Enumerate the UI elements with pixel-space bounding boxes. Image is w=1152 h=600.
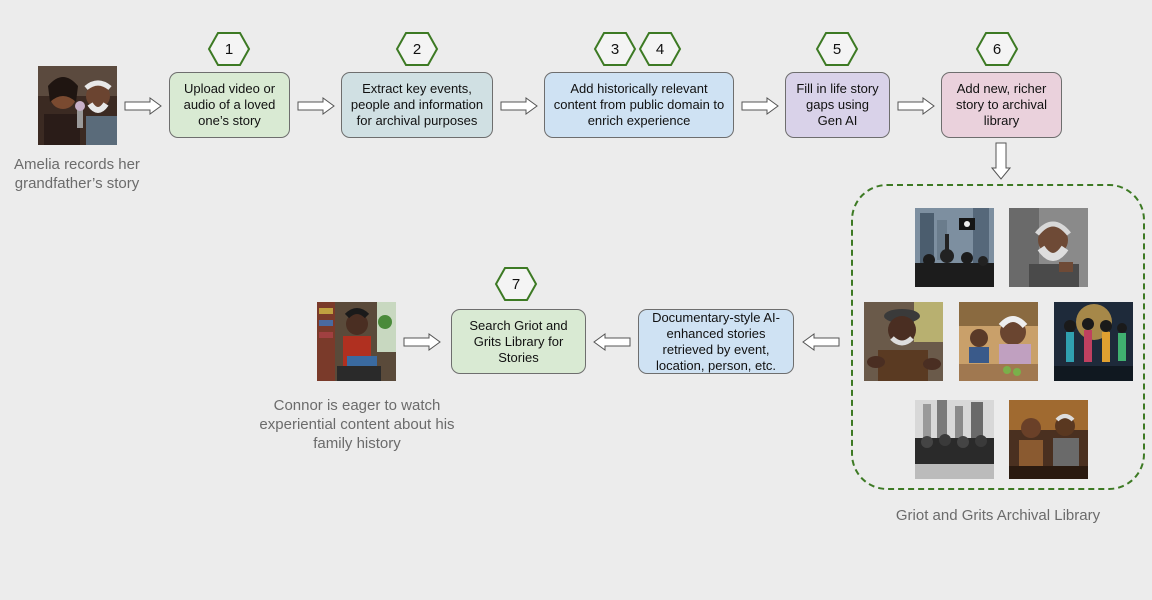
step-3-number: 3 xyxy=(610,40,620,58)
step-1-box: Upload video or audio of a loved one’s s… xyxy=(169,72,290,138)
step-6-hexagon: 6 xyxy=(975,31,1019,67)
amelia-caption: Amelia records her grandfather’s story xyxy=(14,156,140,192)
connor-caption: Connor is eager to watch experiential co… xyxy=(259,397,455,452)
arrow-right-icon xyxy=(897,97,935,115)
dancers-photo xyxy=(1054,302,1133,381)
step-7-box: Search Griot and Grits Library for Stori… xyxy=(451,309,586,374)
step-3-hexagon: 3 xyxy=(593,31,637,67)
step-5-box: Fill in life story gaps using Gen AI xyxy=(785,72,890,138)
step-5-number: 5 xyxy=(832,40,842,58)
step-3-box: Add historically relevant content from p… xyxy=(544,72,734,138)
step-2-box: Extract key events, people and informati… xyxy=(341,72,493,138)
arrow-right-icon xyxy=(741,97,779,115)
two-elders-photo xyxy=(1009,400,1088,479)
step-7-hexagon: 7 xyxy=(494,266,538,302)
connor-reading-photo xyxy=(317,302,396,381)
storyteller-man-photo xyxy=(864,302,943,381)
arrow-down-icon xyxy=(991,142,1011,180)
arrow-right-icon xyxy=(500,97,538,115)
step-4-number: 4 xyxy=(655,40,665,58)
step-5-hexagon: 5 xyxy=(815,31,859,67)
step-2-number: 2 xyxy=(412,40,422,58)
step-7-number: 7 xyxy=(511,275,521,293)
elderly-man-portrait xyxy=(1009,208,1088,287)
step-2-hexagon: 2 xyxy=(395,31,439,67)
arrow-right-icon xyxy=(403,333,441,351)
civil-rights-bw-photo xyxy=(915,400,994,479)
step-6-number: 6 xyxy=(992,40,1002,58)
arrow-right-icon xyxy=(124,97,162,115)
arrow-left-icon xyxy=(802,333,840,351)
arrow-left-icon xyxy=(593,333,631,351)
step-1-hexagon: 1 xyxy=(207,31,251,67)
archival-library-frame xyxy=(851,184,1145,490)
library-caption: Griot and Grits Archival Library xyxy=(895,507,1101,524)
arrow-right-icon xyxy=(297,97,335,115)
step-4-hexagon: 4 xyxy=(638,31,682,67)
retrieval-box: Documentary-style AI-enhanced stories re… xyxy=(638,309,794,374)
grandmother-children-photo xyxy=(959,302,1038,381)
amelia-grandfather-photo xyxy=(38,66,117,145)
step-1-number: 1 xyxy=(224,40,234,58)
protest-photo xyxy=(915,208,994,287)
step-6-box: Add new, richer story to archival librar… xyxy=(941,72,1062,138)
